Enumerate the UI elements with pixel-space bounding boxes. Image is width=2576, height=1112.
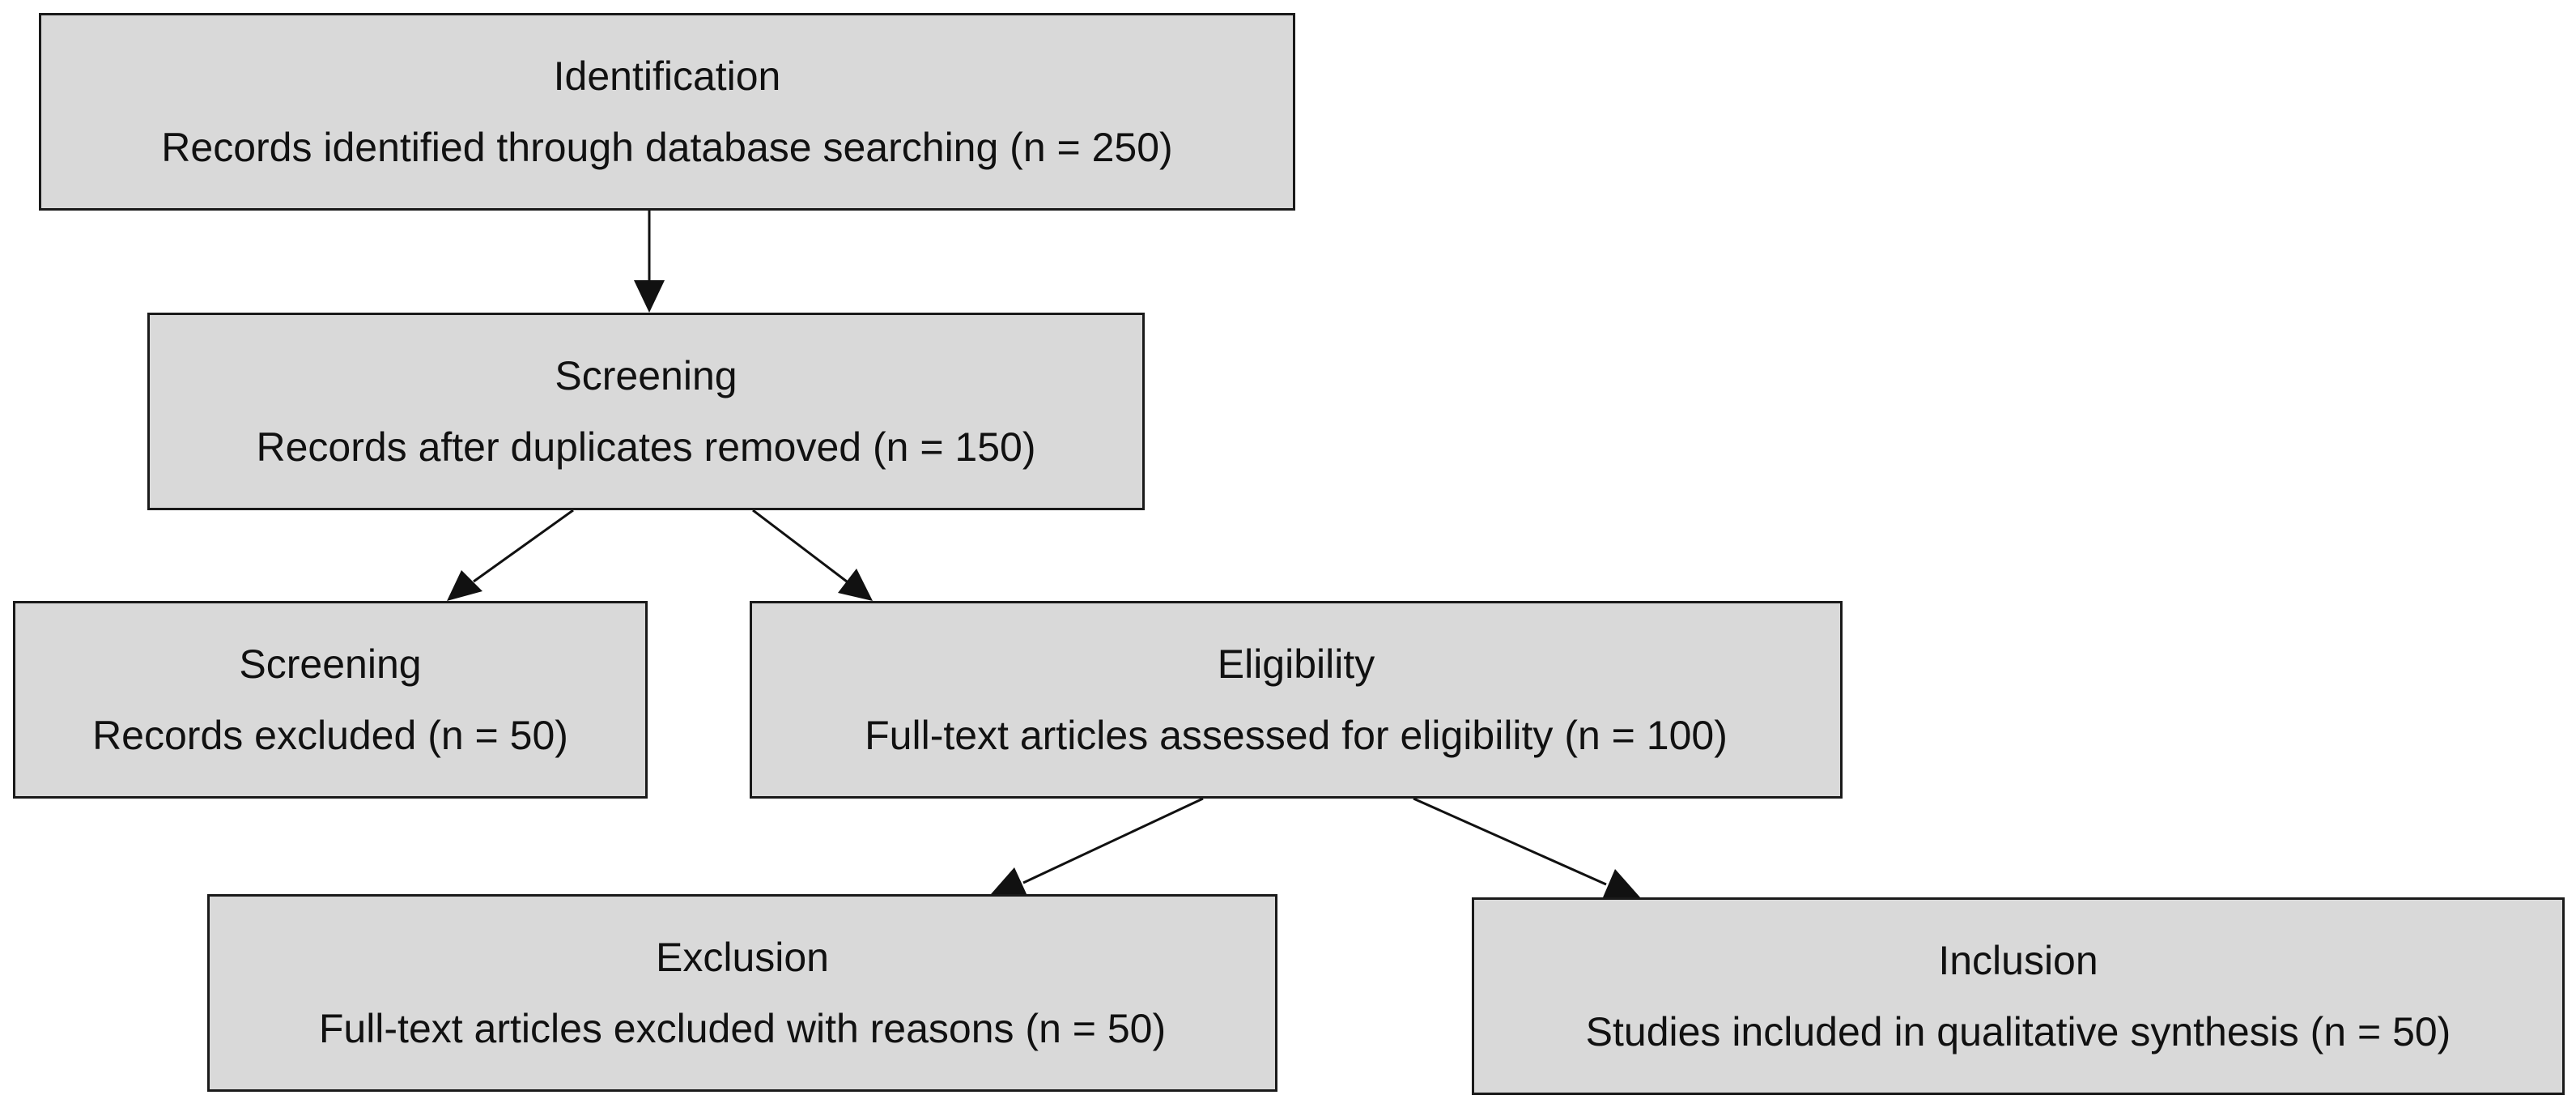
eligibility-stage-label: Eligibility [1217,641,1375,687]
exclusion-description: Full-text articles excluded with reasons… [318,1006,1167,1051]
arrowhead-identification-to-screening [634,280,665,313]
arrow-eligibility-to-inclusion [1413,797,1607,886]
screening-box: Screening Records after duplicates remov… [147,313,1145,510]
arrow-screening-to-excluded [473,509,574,583]
inclusion-description: Studies included in qualitative synthesi… [1585,1009,2451,1054]
records-excluded-box: Screening Records excluded (n = 50) [13,601,648,799]
records-excluded-stage-label: Screening [239,641,422,687]
screening-description: Records after duplicates removed (n = 15… [256,424,1036,470]
identification-description: Records identified through database sear… [161,125,1173,170]
screening-stage-label: Screening [555,353,738,398]
identification-box: Identification Records identified throug… [39,13,1295,211]
inclusion-box: Inclusion Studies included in qualitativ… [1472,897,2565,1095]
arrowhead-eligibility-to-inclusion [1603,869,1640,897]
eligibility-description: Full-text articles assessed for eligibil… [865,713,1728,758]
records-excluded-description: Records excluded (n = 50) [92,713,568,758]
inclusion-stage-label: Inclusion [1938,938,2098,983]
arrow-screening-to-eligibility [752,509,848,583]
exclusion-stage-label: Exclusion [656,935,829,980]
arrowhead-screening-to-excluded [447,570,482,601]
arrowhead-screening-to-eligibility [838,569,873,601]
identification-stage-label: Identification [553,53,781,99]
exclusion-box: Exclusion Full-text articles excluded wi… [207,894,1277,1092]
arrow-eligibility-to-exclusion [1022,797,1204,884]
eligibility-box: Eligibility Full-text articles assessed … [750,601,1843,799]
arrowhead-eligibility-to-exclusion [991,867,1027,896]
